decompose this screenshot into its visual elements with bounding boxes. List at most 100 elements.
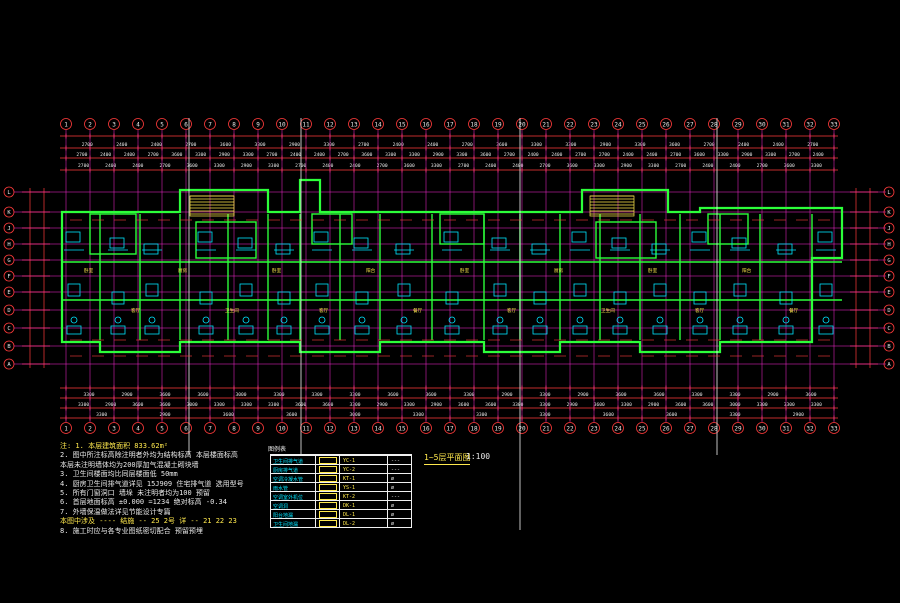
fixture-box	[65, 231, 81, 243]
grid-bubble	[564, 422, 576, 434]
fixture-box	[445, 291, 459, 305]
grid-bubble	[708, 422, 720, 434]
dimension-value: 3600	[496, 142, 507, 148]
grid-bubble	[324, 118, 336, 130]
grid-bubble	[636, 118, 648, 130]
dimension-value: 3600	[480, 152, 491, 158]
grid-bubble	[660, 422, 672, 434]
room-tag: 餐厅	[413, 307, 423, 314]
fixture-box	[109, 237, 125, 249]
grid-bubble-label: 12	[326, 426, 334, 433]
grid-bubble-label: 25	[638, 122, 646, 129]
grid-bubble	[276, 422, 288, 434]
fixture-box	[653, 283, 667, 297]
legend-note: ø	[391, 503, 395, 509]
fixture-circle	[400, 316, 408, 324]
fixture-box	[611, 237, 627, 249]
grid-bubble-label: 15	[398, 122, 406, 129]
core-room	[707, 213, 749, 245]
fixture-box	[353, 237, 369, 249]
dimension-value: 3600	[666, 412, 677, 418]
fixture-box	[67, 283, 81, 297]
grid-bubble-label: 6	[184, 426, 188, 433]
grid-bubble	[348, 422, 360, 434]
grid-bubble-label: 20	[518, 122, 526, 129]
grid-bubble	[60, 422, 72, 434]
grid-bubble	[804, 422, 816, 434]
dimension-value: 3300	[431, 163, 442, 169]
dimension-value: 3600	[187, 163, 198, 169]
grid-bubble-label: A	[7, 362, 11, 368]
fixture-circle	[448, 316, 456, 324]
fixture-box	[66, 325, 82, 335]
grid-bubble	[684, 422, 696, 434]
fixture-box	[531, 243, 547, 255]
dimension-value: 2900	[377, 402, 388, 408]
grid-bubble	[612, 422, 624, 434]
grid-bubble	[588, 118, 600, 130]
dimension-value: 2400	[485, 163, 496, 169]
dimension-value: 2400	[116, 142, 127, 148]
dimension-value: 2700	[159, 163, 170, 169]
grid-bubble-label: 31	[782, 426, 790, 433]
dimension-value: 3600	[615, 392, 626, 398]
dimension-value: 2400	[322, 163, 333, 169]
grid-bubble	[396, 118, 408, 130]
grid-bubble	[300, 422, 312, 434]
dimension-value: 3300	[78, 402, 89, 408]
dimension-value: 3600	[485, 402, 496, 408]
grid-bubble-label: 16	[422, 426, 430, 433]
dimension-value: 3600	[387, 392, 398, 398]
grid-bubble	[228, 118, 240, 130]
dimension-value: 3600	[159, 392, 170, 398]
fixture-box	[315, 283, 329, 297]
grid-bubble	[372, 422, 384, 434]
room-tag: 厨房	[178, 267, 188, 274]
dimension-value: 2700	[338, 152, 349, 158]
legend-name: 厨房排气道	[273, 468, 299, 474]
grid-bubble	[540, 118, 552, 130]
legend-code: YS-1	[343, 485, 356, 491]
dimension-value: 3300	[621, 402, 632, 408]
grid-bubble	[204, 422, 216, 434]
fixture-box	[777, 243, 793, 255]
dimension-value: 3600	[197, 392, 208, 398]
fixture-box	[443, 231, 459, 243]
fixture-box	[732, 325, 748, 335]
dimension-value: 2900	[433, 152, 444, 158]
dimension-value: 2900	[289, 142, 300, 148]
room-tag: 卧室	[84, 267, 94, 274]
grid-bubble-label: 9	[256, 426, 260, 433]
fixture-box	[313, 231, 329, 243]
fixture-box	[778, 325, 794, 335]
note-line: 2. 图中所注标高除注明者外均为结构标高 本层楼面标高	[60, 451, 238, 460]
fixture-box	[691, 231, 707, 243]
room-tag: 阳台	[742, 267, 752, 274]
dimension-value: 3600	[220, 142, 231, 148]
core-room	[595, 221, 657, 259]
dimension-value: 3300	[539, 402, 550, 408]
grid-bubble	[732, 118, 744, 130]
grid-bubble-label: 33	[830, 122, 838, 129]
fixture-circle	[696, 316, 704, 324]
dimension-value: 3300	[311, 392, 322, 398]
grid-bubble	[492, 422, 504, 434]
grid-bubble-label: G	[7, 258, 10, 264]
dimension-value: 3300	[214, 163, 225, 169]
room-tag: 客厅	[695, 307, 705, 314]
fixture-box	[395, 243, 411, 255]
dimension-value: 3600	[653, 392, 664, 398]
grid-bubble	[588, 422, 600, 434]
dimension-value: 3600	[159, 402, 170, 408]
dimension-value: 3300	[691, 392, 702, 398]
dimension-value: 2900	[431, 402, 442, 408]
dimension-value: 3300	[243, 152, 254, 158]
grid-bubble-label: 29	[734, 426, 742, 433]
grid-bubble	[804, 118, 816, 130]
dimension-value: 3300	[729, 392, 740, 398]
legend-code: DL-1	[343, 512, 356, 518]
grid-bubble-label: 14	[374, 426, 382, 433]
legend-symbol-icon	[319, 457, 337, 464]
